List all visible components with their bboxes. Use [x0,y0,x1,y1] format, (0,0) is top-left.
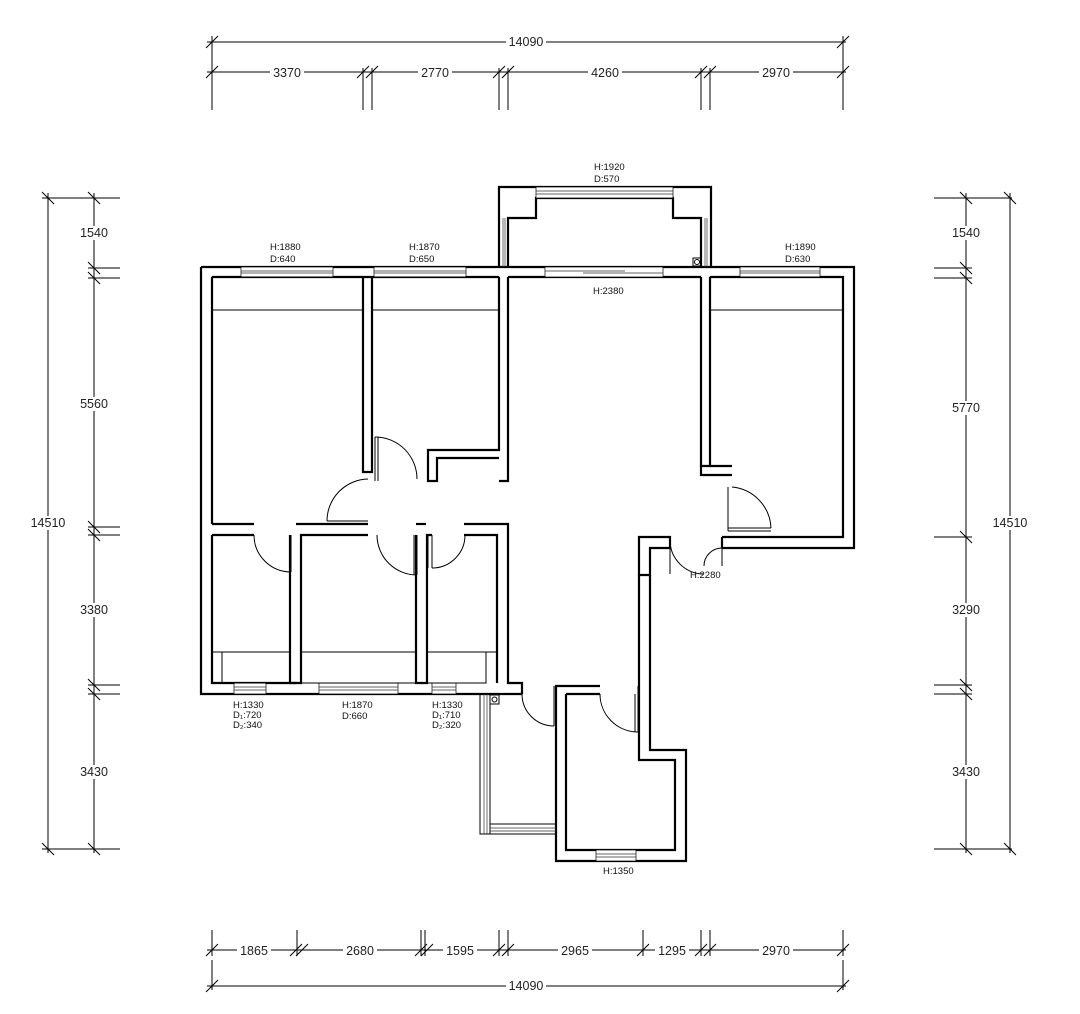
bottom-window-2-height: H:1870 [342,700,373,711]
bottom-dim-4: 2965 [561,944,589,958]
bottom-dim-2: 2680 [346,944,374,958]
top-dim-4: 2970 [762,66,790,80]
bottom-window-3-d2: D₂:320 [432,720,461,731]
right-dim-4: 3430 [952,765,980,779]
dimension-lines [41,35,1017,993]
window-a-height: H:1880 [270,242,301,253]
bottom-dim-1: 1865 [240,944,268,958]
top-dim-1: 3370 [273,66,301,80]
window-b-height: H:1870 [409,242,440,253]
dimension-texts: 14090 3370 2770 4260 2970 1865 2680 1595… [30,35,1029,993]
entry-door-height: H:2280 [690,570,721,581]
bathroom-window-height: H:1350 [603,866,634,877]
bottom-dim-3: 1595 [446,944,474,958]
left-dim-4: 3430 [80,765,108,779]
window-b-depth: D:650 [409,254,434,265]
right-dim-3: 3290 [952,603,980,617]
bay-window-height: H:1920 [594,162,625,173]
walls [199,185,856,863]
top-total-dim: 14090 [509,35,544,49]
bottom-window-3-d1: D₁:710 [432,710,461,721]
left-dim-3: 3380 [80,603,108,617]
window-a-depth: D:640 [270,254,295,265]
right-total-dim: 14510 [993,516,1028,530]
top-dim-3: 4260 [591,66,619,80]
bottom-dim-6: 2970 [762,944,790,958]
window-c-height: H:1890 [785,242,816,253]
window-c-depth: D:630 [785,254,810,265]
bottom-window-2-depth: D:660 [342,711,367,722]
sliding-door-height: H:2380 [593,286,624,297]
bottom-window-1-d2: D₂:340 [233,720,262,731]
annotations: H:1920 D:570 H:1880 D:640 H:1870 D:650 H… [233,162,816,877]
right-dim-2: 5770 [952,401,980,415]
bottom-dim-5: 1295 [658,944,686,958]
left-dim-1: 1540 [80,226,108,240]
doors [253,436,772,733]
left-dim-2: 5560 [80,397,108,411]
bay-window-depth: D:570 [594,174,619,185]
built-in-counters [211,276,844,684]
bottom-total-dim: 14090 [509,979,544,993]
bottom-window-3-height: H:1330 [432,700,463,711]
right-dim-1: 1540 [952,226,980,240]
bottom-window-1-height: H:1330 [233,700,264,711]
top-dim-2: 2770 [421,66,449,80]
left-total-dim: 14510 [31,516,66,530]
bottom-window-1-d1: D₁:720 [233,710,262,721]
